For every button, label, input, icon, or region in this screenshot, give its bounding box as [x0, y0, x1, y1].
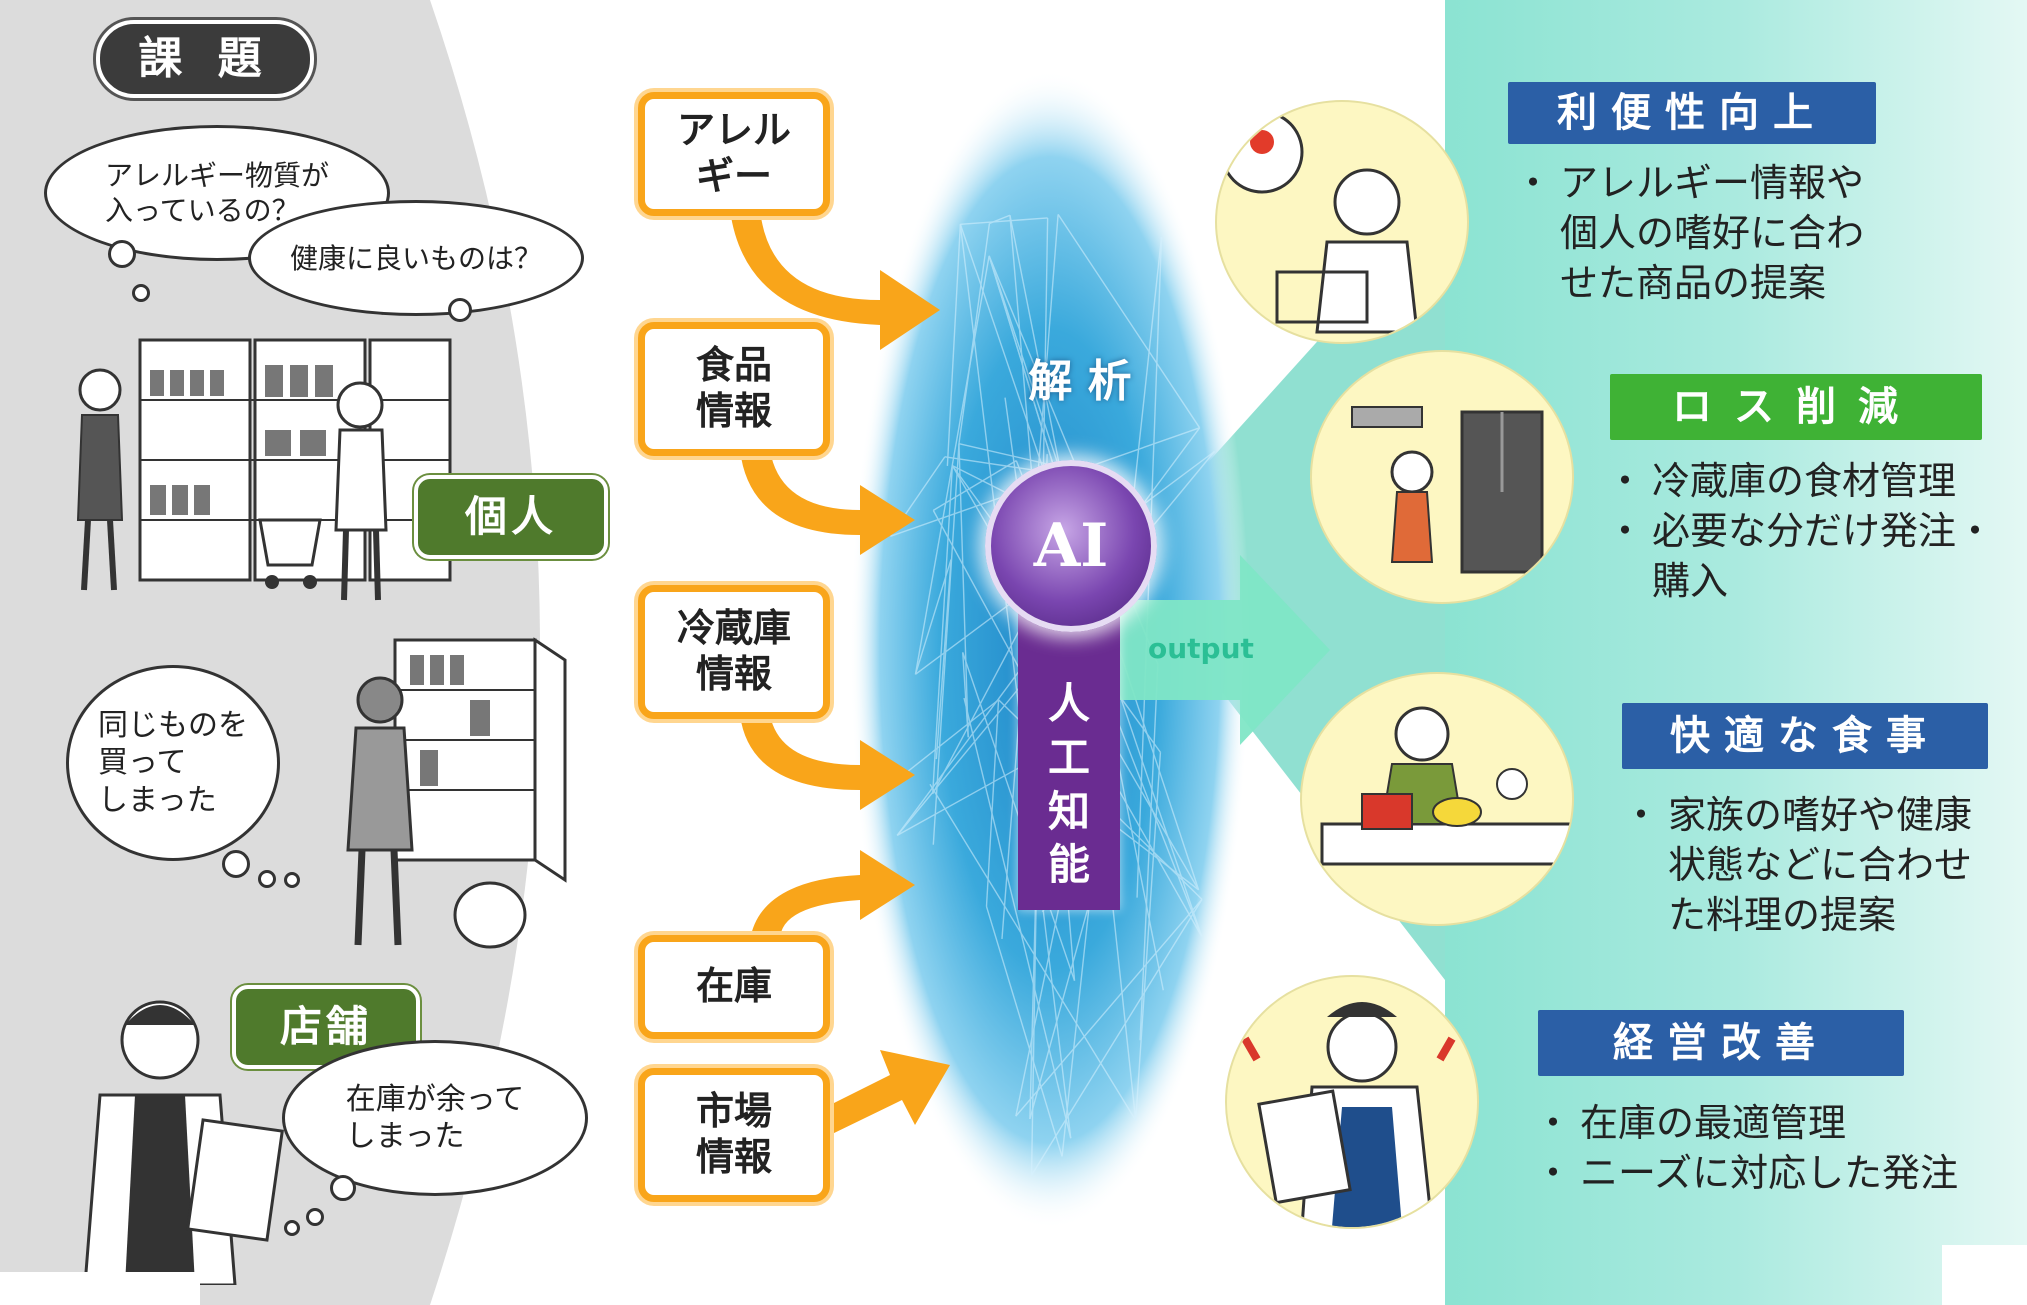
thought-dot — [284, 1220, 300, 1236]
network-line — [946, 224, 962, 466]
network-line — [932, 460, 1017, 511]
input-allergy: アレル ギー — [638, 92, 830, 216]
outcome-list-convenience: アレルギー情報や 個人の嗜好に合わ せた商品の提案 — [1514, 158, 2000, 308]
arrow-fridge-info — [740, 715, 915, 810]
network-line — [960, 217, 1048, 225]
arrow-allergy — [730, 210, 940, 350]
blank-corner — [0, 1272, 200, 1305]
arrow-stock — [750, 850, 915, 940]
outcome-header-comfortable-meal: 快適な食事 — [1622, 703, 1988, 769]
network-line — [1139, 664, 1159, 1041]
illustration-management — [1225, 975, 1479, 1229]
thought-dot — [108, 240, 136, 268]
illustration-comfortable-meal — [1300, 672, 1574, 926]
outcome-list-loss-reduction: 冷蔵庫の食材管理 必要な分だけ発注・ 購入 — [1606, 456, 2027, 606]
store-clerk-illustration — [83, 1000, 284, 1285]
output-label: output — [1148, 632, 1254, 665]
network-line — [1135, 752, 1162, 1121]
input-food-info: 食品 情報 — [638, 322, 830, 456]
network-line — [958, 443, 969, 738]
network-line — [989, 214, 1011, 225]
network-line — [1057, 213, 1201, 429]
issues-title: 課 題 — [96, 20, 314, 98]
thought-dot — [258, 870, 276, 888]
ai-text: AI — [1033, 511, 1109, 581]
illustration-loss-reduction — [1310, 350, 1574, 604]
thought-dot — [284, 872, 300, 888]
network-line — [1015, 898, 1203, 1117]
input-stock: 在庫 — [638, 935, 830, 1039]
input-market-info: 市場 情報 — [638, 1068, 830, 1202]
outcome-bullet: 冷蔵庫の食材管理 — [1606, 456, 2027, 506]
speech-bubble-overstock: 在庫が余って しまった — [282, 1040, 588, 1196]
supermarket-illustration — [76, 338, 452, 601]
illustration-convenience — [1215, 100, 1469, 344]
network-line — [985, 906, 1063, 1157]
ai-orb: AI — [985, 460, 1157, 632]
outcome-header-convenience: 利便性向上 — [1508, 82, 1876, 144]
thought-dot — [306, 1208, 324, 1226]
input-fridge-info: 冷蔵庫 情報 — [638, 585, 830, 719]
output-arrow — [1115, 555, 1330, 745]
outcome-list-comfortable-meal: 家族の嗜好や健康 状態などに合わせ た料理の提案 — [1622, 790, 2023, 940]
network-line — [932, 621, 1025, 795]
speech-bubble-health: 健康に良いものは？ — [248, 200, 584, 316]
network-line — [1030, 898, 1203, 1176]
outcome-bullet: ニーズに対応した発注 — [1534, 1148, 2020, 1198]
network-line — [963, 697, 1072, 1139]
blank-corner — [1942, 1245, 2027, 1305]
network-line — [914, 255, 990, 675]
thought-dot — [132, 284, 150, 302]
network-line — [985, 699, 1000, 907]
outcome-bullet: アレルギー情報や 個人の嗜好に合わ せた商品の提案 — [1514, 158, 2000, 308]
network-line — [959, 224, 1072, 1139]
arrow-food-info — [740, 450, 915, 555]
arrow-market-info — [820, 1050, 950, 1135]
network-line — [931, 465, 954, 794]
network-line — [932, 443, 960, 845]
outcome-bullet: 必要な分だけ発注・ 購入 — [1606, 506, 2027, 606]
issues-background — [0, 0, 540, 1305]
speech-bubble-allergy: アレルギー物質が 入っているの？ — [44, 125, 390, 261]
outcome-header-loss-reduction: ロス削減 — [1610, 374, 1982, 440]
thought-dot — [448, 298, 472, 322]
outcome-bullet: 家族の嗜好や健康 状態などに合わせ た料理の提案 — [1622, 790, 2023, 940]
thought-dot — [222, 850, 250, 878]
outcome-header-management: 経営改善 — [1538, 1010, 1904, 1076]
outcome-bullet: 在庫の最適管理 — [1534, 1098, 2020, 1148]
network-line — [929, 783, 1137, 1121]
speech-bubble-duplicate: 同じものを 買って しまった — [66, 665, 280, 861]
thought-dot — [330, 1175, 356, 1201]
refrigerator-illustration — [346, 637, 567, 949]
outcome-list-management: 在庫の最適管理 ニーズに対応した発注 — [1534, 1098, 2020, 1198]
ai-full-name: 人 工 知 能 — [1047, 679, 1090, 890]
analysis-label: 解 析 — [1028, 356, 1132, 407]
network-line — [935, 559, 952, 760]
label-individual: 個人 — [414, 475, 608, 559]
